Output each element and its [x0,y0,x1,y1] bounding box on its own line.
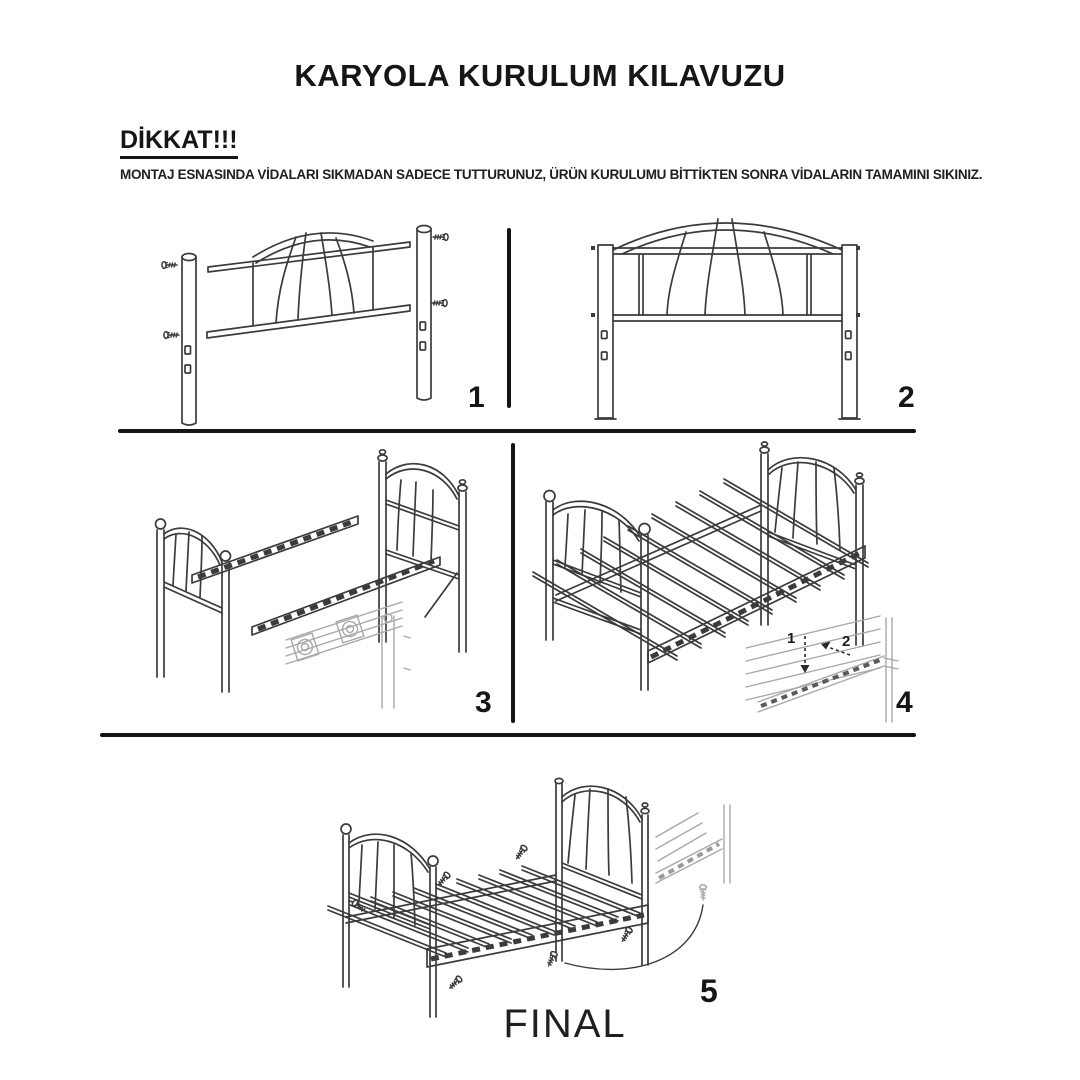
warning-text: MONTAJ ESNASINDA VİDALARI SIKMADAN SADEC… [120,167,983,182]
headboard-parts-diagram [161,224,449,426]
screw-icon [698,884,708,901]
headboard-assembled-diagram [591,218,861,420]
step-5-panel [150,775,910,1035]
page-title: KARYOLA KURULUM KILAVUZU [294,58,786,93]
screw-icon [446,974,464,992]
warning-heading: DİKKAT!!! [120,126,238,159]
screw-icon [513,843,529,862]
inset-label-2: 2 [842,633,850,650]
screw-icon [432,232,449,242]
screw-icon [435,870,452,888]
divider-vertical-top [507,228,511,408]
divider-horizontal-bottom [100,733,916,737]
step-2-panel [540,212,910,432]
step-5-number: 5 [700,973,718,1009]
step-4-number: 4 [896,686,913,719]
step-1-panel [100,205,500,440]
final-assembly-diagram [327,777,731,1018]
step-1-number: 1 [468,381,485,414]
inset-label-1: 1 [787,630,795,647]
step-4-panel: 1 2 [528,440,1013,740]
step-3-panel [118,440,508,737]
final-label: FINAL [503,1002,627,1046]
divider-vertical-bottom [511,443,515,723]
screw-icon [161,260,178,270]
slats-placement-diagram: 1 2 [532,441,899,723]
side-rails-diagram [154,448,468,709]
screw-icon [431,298,448,308]
divider-horizontal-top [118,429,916,433]
step-3-number: 3 [475,686,492,719]
step-2-number: 2 [898,381,915,414]
screw-icon [163,330,180,340]
